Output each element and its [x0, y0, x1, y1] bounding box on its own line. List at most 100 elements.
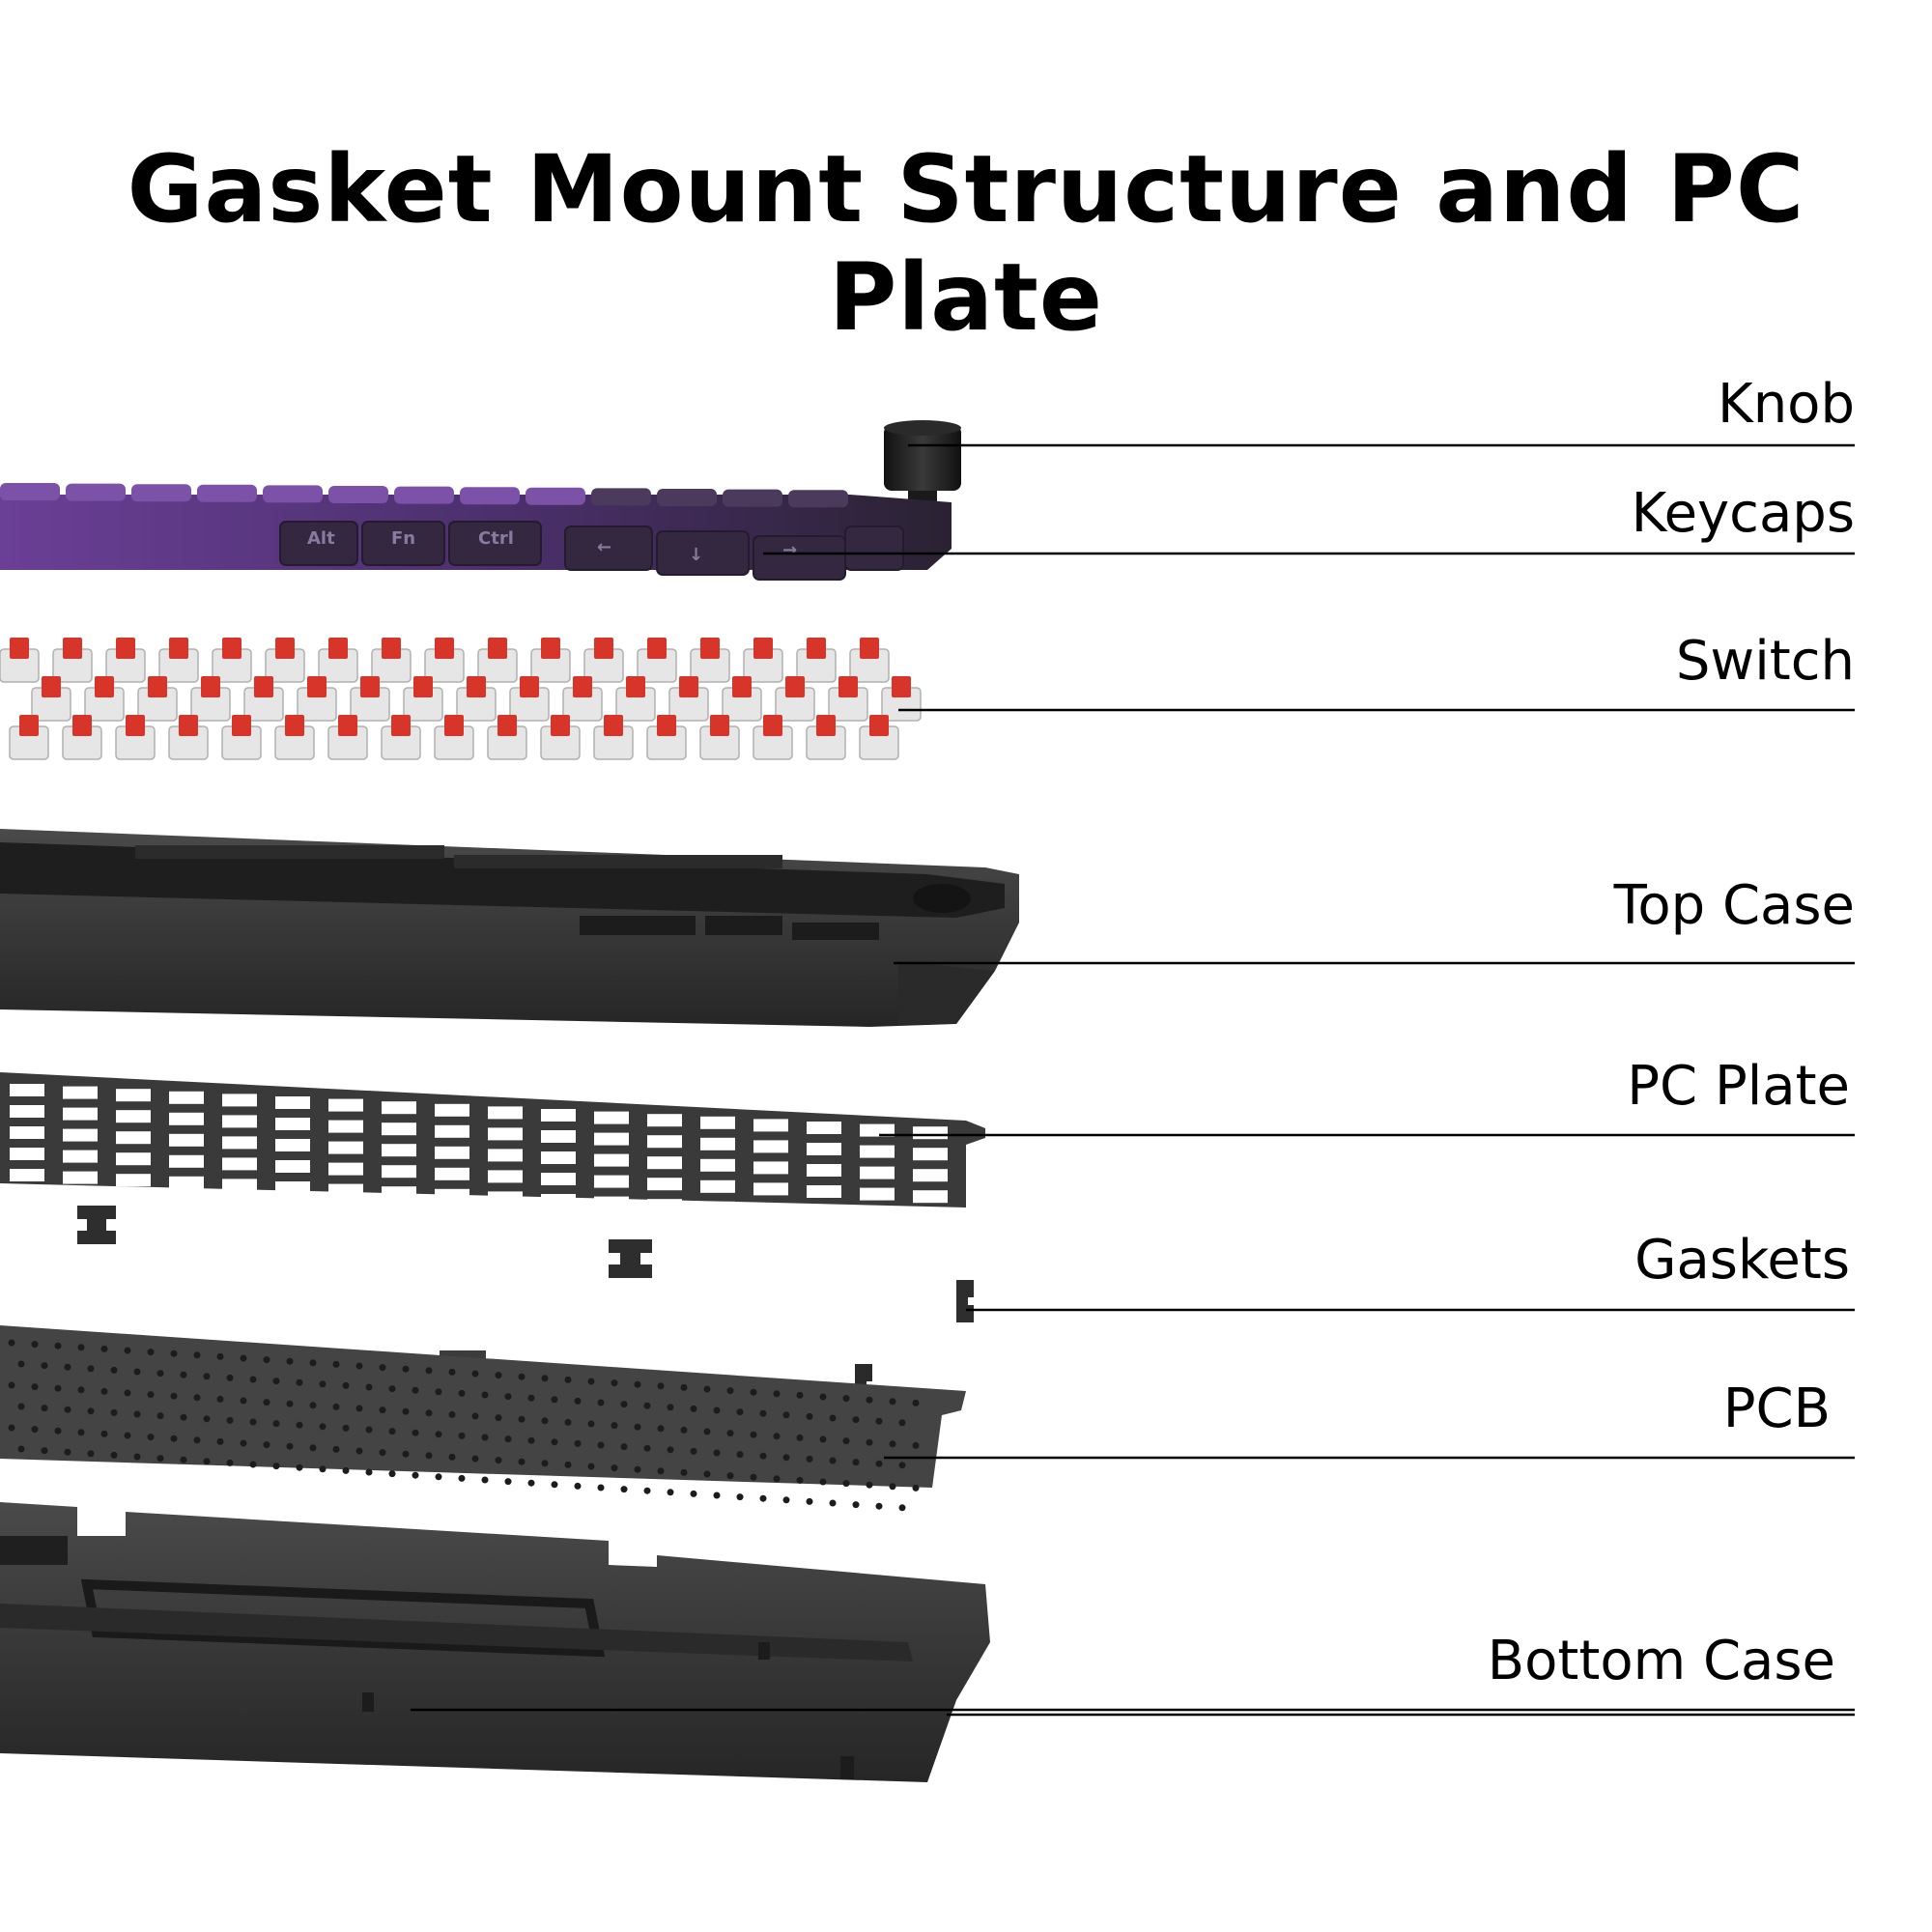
pcb-hole — [806, 1455, 813, 1463]
pcb-hole — [203, 1373, 211, 1380]
pcb-hole — [31, 1383, 39, 1391]
pcb-hole — [866, 1481, 873, 1489]
pcb-hole — [541, 1460, 549, 1467]
plate-cutout — [10, 1148, 44, 1160]
pcb-hole — [898, 1504, 906, 1512]
switch-stem — [838, 676, 858, 697]
pcb-hole — [156, 1370, 164, 1378]
plate-cutout — [328, 1141, 363, 1154]
pcb-hole — [425, 1452, 433, 1460]
pcb-hole — [842, 1437, 850, 1445]
switch-stem — [710, 715, 729, 736]
pcb-hole — [388, 1428, 396, 1435]
plate-cutout — [435, 1146, 469, 1159]
pcb-hole — [342, 1381, 350, 1389]
switch-stem — [307, 676, 327, 697]
plate-cutout — [63, 1150, 98, 1163]
pcb-hole — [249, 1461, 257, 1468]
pcb-hole — [133, 1410, 141, 1418]
pcb-hole — [31, 1341, 39, 1349]
keycap-legend-down-arrow: ↓ — [689, 545, 703, 565]
pcb-hole — [495, 1457, 502, 1464]
keycap-legend-alt: Alt — [307, 528, 335, 549]
switch-stem — [222, 638, 242, 659]
pcb-hole — [296, 1421, 303, 1429]
pcb-hole — [471, 1455, 479, 1463]
pcb-hole — [355, 1405, 363, 1412]
plate-cutout — [860, 1187, 895, 1201]
plate-cutout — [700, 1158, 735, 1172]
plate-cutout — [435, 1124, 469, 1138]
pcb-hole — [379, 1449, 386, 1457]
switch-stem — [520, 676, 539, 697]
pcb-hole — [425, 1409, 433, 1417]
plate-cutout — [753, 1182, 788, 1196]
pcb-hole — [296, 1378, 303, 1386]
plate-cutout — [913, 1190, 948, 1204]
pcb-hole — [574, 1482, 582, 1490]
pcb-hole — [319, 1380, 327, 1388]
pcb-hole — [680, 1383, 688, 1391]
plate-cutout — [275, 1096, 310, 1109]
plate-cutout — [222, 1136, 257, 1150]
plate-cutout — [435, 1103, 469, 1117]
plate-cutout — [328, 1162, 363, 1176]
pcb-hole — [100, 1387, 108, 1395]
pcb-hole — [87, 1450, 95, 1458]
plate-cutout — [10, 1169, 44, 1181]
keycap-row — [0, 483, 904, 581]
pcb-hole — [634, 1423, 641, 1431]
pcb-hole — [667, 1446, 674, 1454]
pcb-hole — [796, 1434, 804, 1441]
switch-stem — [382, 638, 401, 659]
keycap — [0, 483, 60, 500]
pcb-hole — [448, 1453, 456, 1461]
plate-cutout — [488, 1191, 523, 1205]
switch-stem — [19, 715, 39, 736]
pcb-hole — [133, 1453, 141, 1461]
keycap — [197, 484, 257, 502]
pcb-hole — [852, 1416, 860, 1424]
keycap — [361, 521, 445, 566]
pcb-hole — [773, 1390, 781, 1398]
plate-cutout — [807, 1164, 841, 1177]
keycap — [448, 521, 542, 566]
pcb-hole — [703, 1385, 711, 1393]
pcb-hole — [750, 1431, 757, 1438]
switch-stem — [169, 638, 188, 659]
pcb-hole — [773, 1475, 781, 1483]
plate-cutout — [169, 1176, 204, 1189]
plate-cutout — [647, 1199, 682, 1212]
plate-cutout — [594, 1196, 629, 1209]
pcb-hole — [203, 1415, 211, 1423]
label-bottom-case: Bottom Case — [1488, 1630, 1835, 1692]
pcb-hole — [574, 1397, 582, 1405]
pcb-hole — [41, 1447, 48, 1455]
pcb-hole — [829, 1499, 837, 1507]
pcb-hole — [365, 1468, 373, 1476]
pc-plate-part — [0, 1072, 985, 1225]
pcb-hole — [634, 1465, 641, 1473]
pcb-hole — [703, 1428, 711, 1435]
pcb-hole — [690, 1405, 697, 1412]
plate-cutout — [913, 1169, 948, 1182]
pcb-hole — [193, 1436, 201, 1444]
pcb-hole — [124, 1432, 131, 1439]
switch-stem — [753, 638, 773, 659]
switch-stem — [10, 638, 29, 659]
switch-stem — [541, 638, 560, 659]
switch-stem — [63, 638, 82, 659]
keycaps-part: Alt Fn Ctrl ← ↓ → — [0, 483, 952, 581]
switch-stem — [116, 638, 135, 659]
pcb-hole — [597, 1441, 605, 1449]
pcb-hole — [64, 1363, 71, 1371]
pcb-hole — [263, 1356, 270, 1364]
plate-cutout — [63, 1171, 98, 1184]
pcb-hole — [504, 1435, 512, 1443]
plate-cutout — [382, 1186, 416, 1200]
page-title: Gasket Mount Structure and PC Plate — [127, 135, 1805, 352]
pcb-hole — [180, 1371, 187, 1378]
pcb-hole — [495, 1414, 502, 1422]
pcb-hole — [481, 1434, 489, 1441]
pcb-hole — [875, 1502, 883, 1510]
